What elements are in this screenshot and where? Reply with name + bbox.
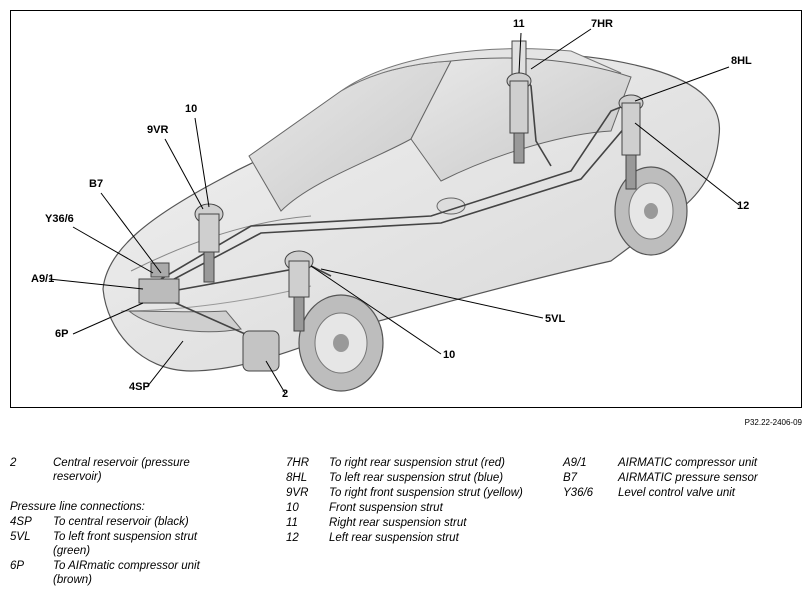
- legend-column-2: 7HR To right rear suspension strut (red)…: [286, 456, 546, 546]
- legend-text: Level control valve unit: [618, 487, 735, 499]
- legend-key: 10: [286, 502, 299, 514]
- legend-item: Y36/6 Level control valve unit: [563, 486, 803, 500]
- callout-y36-6: Y36/6: [45, 213, 74, 225]
- legend-item: 9VR To right front suspension strut (yel…: [286, 486, 546, 500]
- legend-key: 9VR: [286, 487, 309, 499]
- legend-text: To AIRmatic compressor unit (brown): [53, 560, 200, 586]
- legend-item: 5VL To left front suspension strut (gree…: [10, 530, 235, 558]
- legend-text: Front suspension strut: [329, 502, 443, 514]
- callout-12: 12: [737, 200, 750, 212]
- side-mirror: [436, 197, 466, 215]
- rear-wheel: [614, 166, 688, 256]
- legend-item: 2 Central reservoir (pressure reservoir): [10, 456, 235, 484]
- legend-text: To left rear suspension strut (blue): [329, 472, 504, 484]
- callout-4sp: 4SP: [129, 381, 150, 393]
- legend-text: AIRMATIC compressor unit: [618, 457, 758, 469]
- legend-text: To right front suspension strut (yellow): [329, 487, 523, 499]
- central-reservoir: [242, 330, 280, 372]
- legend-item: 8HL To left rear suspension strut (blue): [286, 471, 546, 485]
- rear-strut-left: [618, 94, 644, 190]
- callout-10-bottom: 10: [443, 349, 456, 361]
- legend-text: AIRMATIC pressure sensor: [618, 472, 758, 484]
- callout-a9-1: A9/1: [31, 273, 55, 285]
- rear-strut-right: [506, 40, 532, 164]
- legend-text: To central reservoir (black): [53, 516, 189, 528]
- callout-leaders: [48, 28, 740, 394]
- front-wheel: [298, 294, 384, 392]
- legend-key: 4SP: [10, 516, 32, 528]
- car-illustration: [48, 28, 740, 394]
- legend-key: 2: [10, 457, 17, 469]
- legend-column-1: 2 Central reservoir (pressure reservoir)…: [10, 456, 235, 588]
- callout-8hl: 8HL: [731, 55, 752, 67]
- callout-b7: B7: [89, 178, 104, 190]
- legend-column-3: A9/1 AIRMATIC compressor unit B7 AIRMATI…: [563, 456, 803, 501]
- legend-subheading: Pressure line connections:: [10, 501, 145, 513]
- callout-5vl: 5VL: [545, 313, 566, 325]
- legend-item: 6P To AIRmatic compressor unit (brown): [10, 559, 235, 587]
- legend-key: 12: [286, 532, 299, 544]
- legend-key: 7HR: [286, 457, 310, 469]
- legend-item: 10 Front suspension strut: [286, 501, 546, 515]
- legend-key: 6P: [10, 560, 25, 572]
- legend-key: 11: [286, 517, 298, 529]
- legend-text: To left front suspension strut (green): [53, 531, 198, 557]
- legend-key: 5VL: [10, 531, 31, 543]
- legend-text: Left rear suspension strut: [329, 532, 459, 544]
- legend-text: To right rear suspension strut (red): [329, 457, 505, 469]
- front-strut-left: [284, 250, 314, 332]
- legend-item: A9/1 AIRMATIC compressor unit: [563, 456, 803, 470]
- legend-text: Right rear suspension strut: [329, 517, 467, 529]
- callout-10-top: 10: [185, 103, 198, 115]
- callout-11: 11: [513, 18, 525, 30]
- headlight: [127, 310, 242, 333]
- valve-unit: [150, 262, 170, 278]
- callout-6p: 6P: [55, 328, 69, 340]
- legend-item: B7 AIRMATIC pressure sensor: [563, 471, 803, 485]
- legend-text: Central reservoir (pressure reservoir): [53, 457, 190, 483]
- legend-item: 11 Right rear suspension strut: [286, 516, 546, 530]
- callout-7hr: 7HR: [591, 18, 614, 30]
- compressor-unit: [138, 278, 180, 304]
- legend-item: 12 Left rear suspension strut: [286, 531, 546, 545]
- legend-key: B7: [563, 472, 578, 484]
- callout-9vr: 9VR: [147, 124, 169, 136]
- legend-item: 7HR To right rear suspension strut (red): [286, 456, 546, 470]
- legend-key: 8HL: [286, 472, 308, 484]
- front-strut-right: [194, 203, 224, 283]
- legend-key: A9/1: [563, 457, 587, 469]
- callout-2: 2: [282, 388, 289, 400]
- figure-frame: 11 7HR 8HL 10 9VR B7 Y36/6 A9/1 6P 4SP 2…: [10, 10, 802, 408]
- legend-key: Y36/6: [563, 487, 594, 499]
- figure-reference-code: P32.22-2406-09: [744, 418, 802, 427]
- legend-item: 4SP To central reservoir (black): [10, 515, 235, 529]
